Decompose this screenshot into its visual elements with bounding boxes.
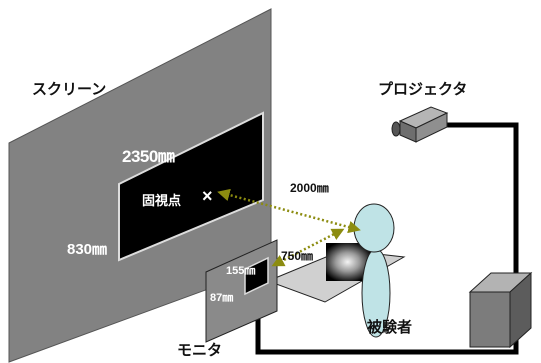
projector-cable — [255, 122, 519, 355]
monitor-width-label: 155㎜ — [226, 265, 256, 277]
sight-line-to-screen — [217, 188, 361, 234]
monitor-distance-label: 750㎜ — [281, 249, 314, 263]
fixation-point-label: 固視点 — [142, 193, 182, 208]
monitor-height-label: 87㎜ — [210, 292, 234, 304]
screen-label: スクリーン — [32, 81, 107, 98]
screen-height-label: 830㎜ — [67, 241, 108, 258]
monitor — [205, 239, 278, 343]
sight-line-to-monitor — [271, 228, 345, 267]
person-icon — [353, 203, 395, 338]
monitor-label: モニタ — [177, 342, 223, 359]
screen-width-label: 2350㎜ — [122, 147, 175, 166]
projector-icon — [391, 106, 449, 143]
base-box — [468, 271, 533, 349]
fixation-cross-icon: × — [202, 186, 213, 206]
screen-distance-label: 2000㎜ — [290, 181, 329, 195]
projector-label: プロジェクタ — [378, 81, 468, 98]
subject-label: 被験者 — [367, 319, 413, 336]
